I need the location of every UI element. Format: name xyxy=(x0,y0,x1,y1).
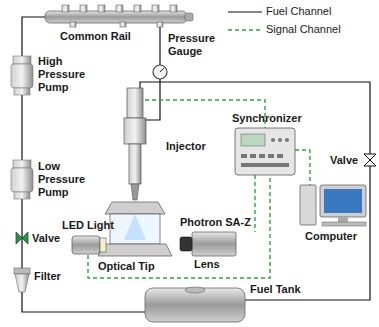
filter-icon xyxy=(14,268,30,292)
part-label: LED Light xyxy=(62,219,114,232)
part-label: Fuel Tank xyxy=(250,283,301,296)
part-label: Pressure Gauge xyxy=(168,32,220,58)
fuel-tank xyxy=(145,287,245,322)
common-rail xyxy=(45,5,193,27)
part-label: Low Pressure Pump xyxy=(38,160,90,199)
valve-symbol xyxy=(16,232,28,244)
part-label: Computer xyxy=(305,230,357,243)
high-pressure-pump xyxy=(11,56,33,95)
low-pressure-pump xyxy=(11,160,33,199)
signal-lines xyxy=(88,100,310,278)
pressure-gauge xyxy=(153,65,167,79)
legend-text: Fuel Channel xyxy=(266,5,331,18)
part-label: High Pressure Pump xyxy=(38,55,90,94)
part-label: Synchronizer xyxy=(232,112,302,125)
valve-symbol xyxy=(364,154,376,166)
part-label: Valve xyxy=(330,154,358,167)
computer-icon xyxy=(300,185,366,226)
part-label: Photron SA-Z xyxy=(180,216,251,229)
part-label: Lens xyxy=(194,258,220,271)
injector xyxy=(124,88,146,200)
legend-text: Signal Channel xyxy=(266,23,341,36)
high-speed-camera xyxy=(180,232,236,256)
fuel-lines xyxy=(22,17,370,312)
legend-signal-sample xyxy=(228,29,262,30)
led-light xyxy=(72,236,106,254)
part-label: Injector xyxy=(166,140,206,153)
legend-fuel-sample xyxy=(228,11,262,12)
part-label: Optical Tip xyxy=(98,260,155,273)
part-label: Filter xyxy=(34,270,61,283)
synchronizer-device xyxy=(235,128,295,175)
part-label: Common Rail xyxy=(60,30,131,43)
part-label: Valve xyxy=(32,232,60,245)
